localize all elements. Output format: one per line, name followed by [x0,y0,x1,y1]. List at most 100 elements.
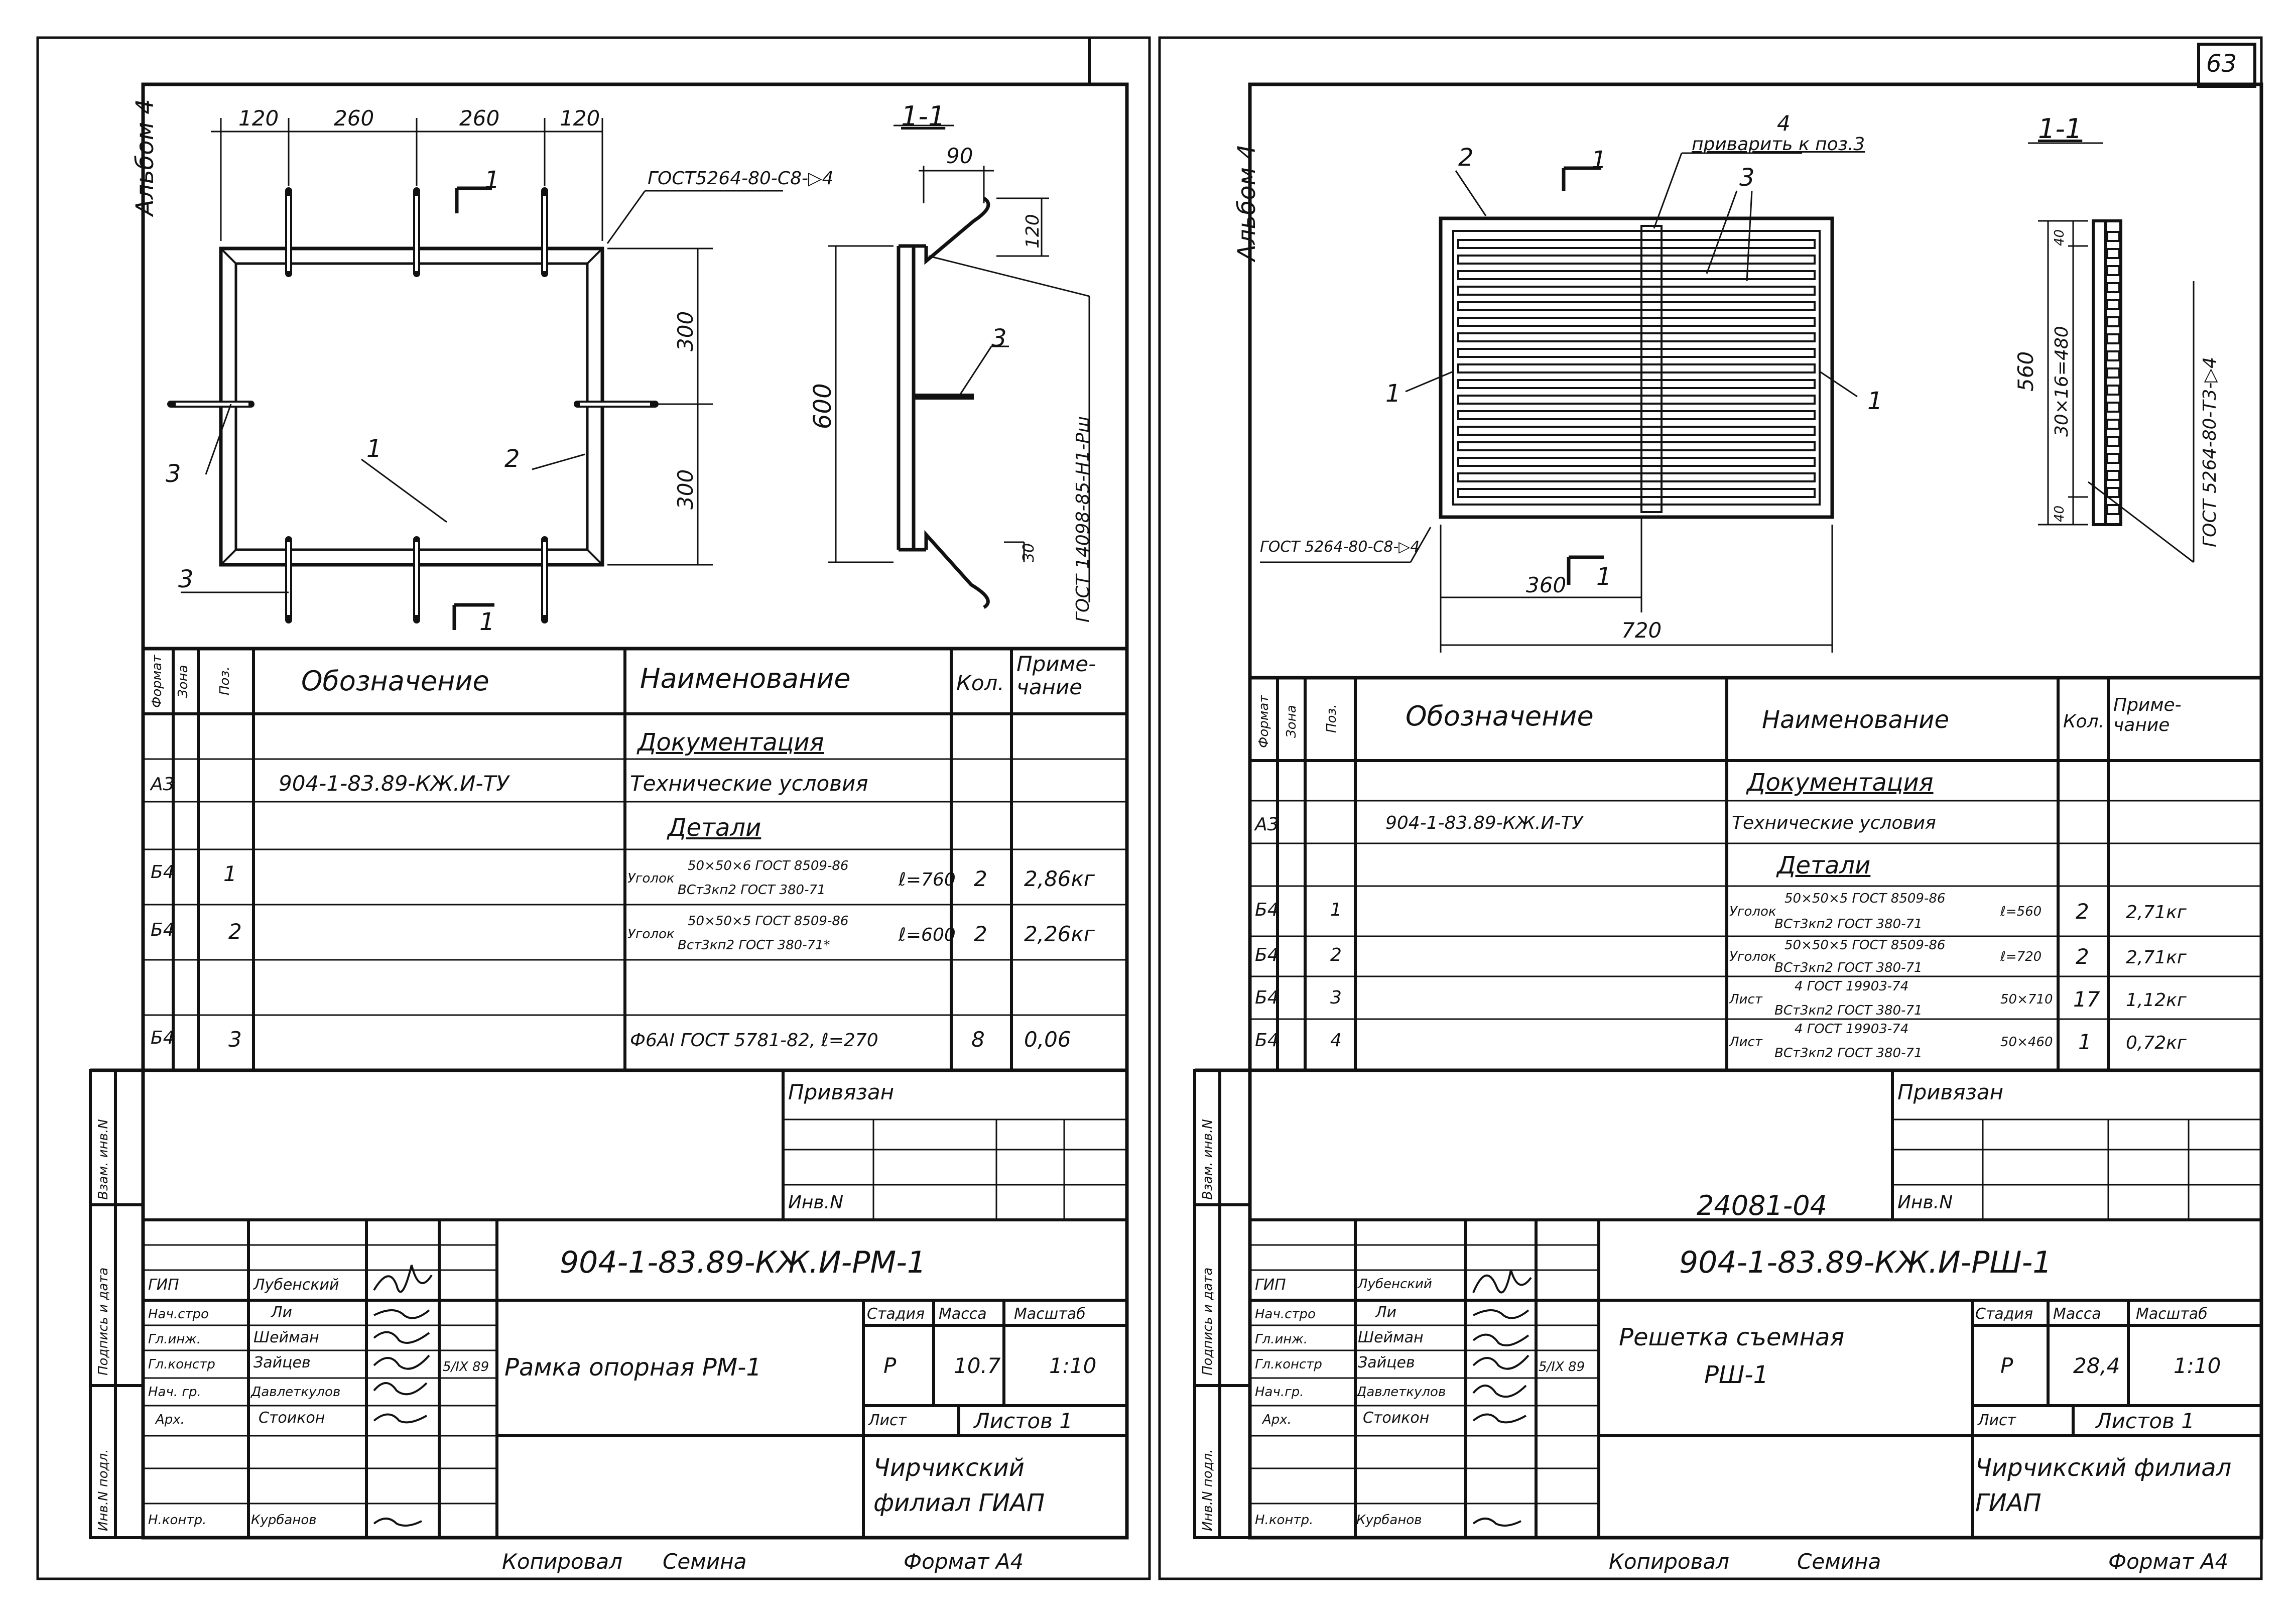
grating-bar [1457,395,1816,405]
dim-top-3: 260 [459,106,500,131]
section-label-right: 1-1 [2038,113,2083,145]
row-right-6-prefix: Лист [1729,1035,1762,1050]
role-right-7: Н.контр. [1255,1513,1314,1528]
title-right-1: Решетка съемная [1619,1323,1845,1351]
row-left-4-len: ℓ=600 [899,925,956,945]
row-left-1-format: А3 [151,774,175,795]
row-left-5-pos: 3 [228,1027,242,1052]
row-right-0-name: Документация [1747,769,1934,797]
row-right-4-pos: 2 [1330,945,1342,965]
row-right-5-prefix: Лист [1729,992,1762,1007]
cut-mark-top-left: 1 [484,166,500,194]
role-right-5: Арх. [1262,1412,1292,1427]
cut-mark-bottom-right: 1 [1596,563,1612,591]
callout-4-right: 4 [1777,111,1791,136]
section-rib [2106,248,2120,259]
role-left-2: Гл.инж. [148,1332,201,1347]
scale-left: 1:10 [1049,1353,1097,1378]
hdr-qty-left: Кол. [956,671,1004,695]
name-left-3: Зайцев [253,1354,311,1371]
row-right-1-format: А3 [1255,814,1279,835]
role-left-3: Гл.констр [148,1357,215,1372]
role-right-1: Нач.стро [1255,1307,1316,1322]
row-left-4-prefix: Уголок [627,927,675,942]
row-left-5-qty: 8 [971,1027,985,1052]
stage-h-right: Стадия [1975,1305,2033,1323]
side-label-right-0: Инв.N подл. [1200,1449,1215,1531]
section-rib [2106,470,2120,481]
section-rib [2106,419,2120,430]
scale-right: 1:10 [2174,1353,2221,1378]
row-right-6-qty: 1 [2078,1030,2092,1054]
row-right-6-bottom: ВСт3кп2 ГОСТ 380-71 [1774,1046,1923,1061]
section-rib [2106,385,2120,396]
name-right-3: Зайцев [1358,1354,1415,1371]
row-left-4-note: 2,26кг [1024,922,1095,946]
callout-2-left: 2 [504,445,520,473]
row-right-3-bottom: ВСт3кп2 ГОСТ 380-71 [1774,917,1923,932]
title-right-2: РШ-1 [1704,1361,1769,1389]
row-right-6-note: 0,72кг [2126,1033,2187,1053]
row-right-2-name: Детали [1777,851,1871,880]
name-left-7: Курбанов [251,1513,317,1528]
role-left-4: Нач. гр. [148,1385,201,1400]
hdr-name-right: Наименование [1762,706,1950,734]
grating-bar [1457,379,1816,389]
row-right-5-qty: 17 [2073,987,2100,1012]
callout-3-section-left: 3 [991,324,1007,352]
scale-h-right: Масштаб [2136,1305,2208,1323]
row-right-6-len: 50×460 [2000,1035,2053,1050]
grating-bar [1457,363,1816,373]
section-rib [2106,316,2120,327]
callout-2-right: 2 [1458,144,1474,172]
row-left-3-qty: 2 [974,866,987,891]
row-left-5-format: Б4 [151,1028,175,1048]
cut-mark-bottom-left: 1 [479,608,495,636]
name-right-1: Ли [1375,1304,1397,1321]
row-right-1-designation: 904-1-83.89-КЖ.И-ТУ [1385,813,1583,833]
grating-bar [1457,317,1816,327]
grating-bar [1457,286,1816,296]
section-rib [2106,504,2120,515]
row-left-4-bottom: Вст3кп2 ГОСТ 380-71* [678,938,830,953]
row-left-1-designation: 904-1-83.89-КЖ.И-ТУ [279,771,509,796]
sheet-right: Лист [1978,1412,2016,1429]
mass-h-left: Масса [939,1305,987,1323]
inv-no-right: Инв.N [1897,1192,1953,1213]
role-right-0: ГИП [1255,1276,1286,1294]
row-right-6-top: 4 ГОСТ 19903-74 [1795,1022,1909,1037]
sheets-left: Листов 1 [974,1409,1073,1433]
row-left-3-prefix: Уголок [627,871,675,886]
grating-bar [1457,301,1816,311]
row-right-3-prefix: Уголок [1729,904,1776,919]
row-left-2-name: Детали [668,814,761,842]
row-right-4-qty: 2 [2076,944,2089,969]
callout-1-right-a: 1 [1385,380,1401,408]
copier-right: Семина [1797,1549,1881,1574]
row-right-3-len: ℓ=560 [2000,904,2042,919]
row-right-5-pos: 3 [1330,987,1342,1008]
row-left-4-qty: 2 [974,922,987,946]
row-left-4-top: 50×50×5 ГОСТ 8509-86 [688,914,849,929]
row-right-5-format: Б4 [1255,987,1279,1008]
dim-360: 360 [1526,573,1567,597]
grating-bar [1457,457,1816,467]
sheets-right: Листов 1 [2096,1409,2195,1433]
mass-right: 28,4 [2073,1353,2120,1378]
copied-right: Копировал [1609,1549,1729,1574]
row-left-3-note: 2,86кг [1024,866,1095,891]
callout-1-left: 1 [366,435,382,463]
sheet-left: Лист [868,1412,907,1429]
hdr-note-left: Приме- чание [1016,652,1096,700]
name-left-2: Шейман [253,1329,319,1346]
copier-left: Семина [663,1549,747,1574]
row-right-6-pos: 4 [1330,1030,1342,1051]
inv-no-left: Инв.N [788,1192,844,1213]
name-left-5: Стоикон [259,1409,325,1427]
org-right: Чирчикский филиал ГИАП [1975,1454,2232,1517]
stage-left: Р [883,1353,897,1378]
grating-bar [1457,488,1816,498]
cut-mark-top-right: 1 [1591,146,1607,174]
name-right-7: Курбанов [1356,1513,1422,1528]
row-left-0-name: Документация [638,728,824,757]
